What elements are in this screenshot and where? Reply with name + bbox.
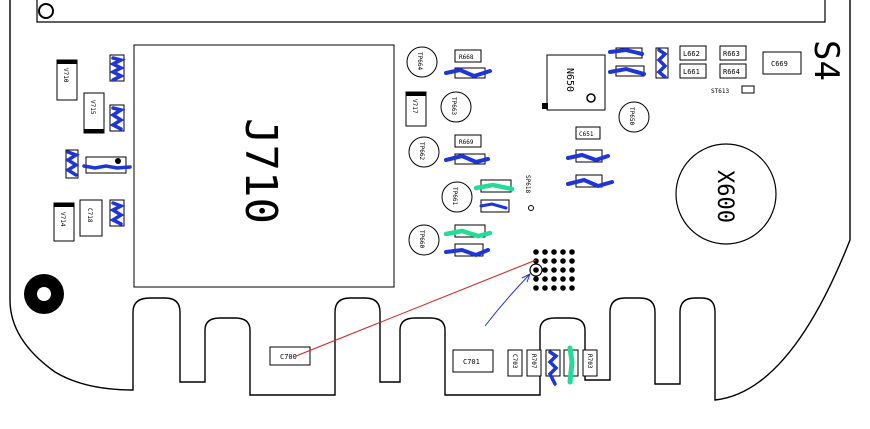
part-r668 <box>454 49 482 63</box>
part-r707-label: R707 <box>530 354 537 369</box>
part-r664-label: R664 <box>723 68 740 76</box>
part-c651 <box>575 126 601 140</box>
bga-ball <box>560 276 566 282</box>
bga-ball <box>533 249 539 255</box>
bga-ball <box>569 258 575 264</box>
part-c718 <box>79 199 103 237</box>
tp663-label: TP663 <box>450 97 457 115</box>
part-r669 <box>454 134 482 148</box>
bga-ball <box>551 285 557 291</box>
sp618-label: SP618 <box>524 175 531 193</box>
tp660-label: TP660 <box>418 230 425 248</box>
bga-ball <box>560 258 566 264</box>
bga-ball <box>569 267 575 273</box>
bga-ball <box>551 267 557 273</box>
bga-footprint <box>533 249 575 291</box>
mounting-hole-inner <box>37 287 51 301</box>
fiducial-top <box>38 3 54 19</box>
part-c701-label: C701 <box>463 358 480 366</box>
bga-ball <box>542 276 548 282</box>
tp663 <box>440 91 472 123</box>
part-l662-label: L662 <box>683 50 700 58</box>
bga-ball <box>569 285 575 291</box>
bga-ball <box>551 249 557 255</box>
part-c701 <box>452 349 494 373</box>
part-l661 <box>679 63 707 79</box>
tp662 <box>408 136 440 168</box>
part-l662 <box>679 45 707 61</box>
bga-ball <box>533 285 539 291</box>
bga-ball <box>533 276 539 282</box>
part-c703 <box>507 349 523 377</box>
part-v717-label: V717 <box>411 99 418 114</box>
part-c703-label: C703 <box>511 354 518 369</box>
part-r663-label: R663 <box>723 50 740 58</box>
top-connector-outline <box>36 0 826 23</box>
tp661-label: TP661 <box>451 187 458 205</box>
part-r668-label: R668 <box>459 54 474 61</box>
part-r703-label: R703 <box>586 354 593 369</box>
chip-j710-label: J710 <box>235 118 286 224</box>
part-r703 <box>582 349 598 377</box>
board-title: S4 <box>806 40 846 81</box>
ic-n650-label: N650 <box>564 68 575 92</box>
tp650-label: TP650 <box>628 107 635 125</box>
board-outline <box>9 0 851 401</box>
bga-ball <box>542 249 548 255</box>
bga-ball <box>560 249 566 255</box>
chip-j710 <box>133 44 395 288</box>
tp660 <box>408 224 440 256</box>
bga-ball <box>560 285 566 291</box>
bga-ball <box>542 258 548 264</box>
crystal-x600 <box>675 143 777 245</box>
part-v710-label: V710 <box>62 68 69 83</box>
part-v714-label: V714 <box>59 212 66 227</box>
bga-ball <box>569 249 575 255</box>
tp664 <box>406 46 438 78</box>
tp664-label: TP664 <box>416 52 423 70</box>
part-r663 <box>719 45 747 61</box>
ic-n650-dot <box>586 93 596 103</box>
bga-ball <box>542 267 548 273</box>
part-c718-label: C718 <box>86 208 93 223</box>
tp662-label: TP662 <box>418 142 425 160</box>
bga-ball <box>551 276 557 282</box>
bga-ball <box>533 267 539 273</box>
bga-pin1-marker <box>529 263 543 277</box>
ic-n650-pin <box>542 103 548 109</box>
part-c651-label: C651 <box>579 131 594 138</box>
part-r707 <box>526 349 542 377</box>
part-c669 <box>762 51 802 75</box>
part-l661-label: L661 <box>683 68 700 76</box>
part-r669-label: R669 <box>459 139 474 146</box>
st613-label: ST613 <box>711 88 729 95</box>
part-r664 <box>719 63 747 79</box>
tp661 <box>441 181 473 213</box>
ic-n650 <box>546 54 606 111</box>
part-c700 <box>269 346 311 366</box>
part-v715-label: V715 <box>89 100 96 115</box>
red-trace-line <box>295 259 537 357</box>
part-c669-label: C669 <box>771 60 788 68</box>
bga-ball <box>533 258 539 264</box>
crystal-x600-label: X600 <box>712 170 737 223</box>
part-c700-label: C700 <box>280 353 297 361</box>
blue-pointer-arrow <box>484 273 531 327</box>
bga-ball <box>560 267 566 273</box>
bga-ball <box>542 285 548 291</box>
bga-ball <box>569 276 575 282</box>
bga-ball <box>551 258 557 264</box>
tp650 <box>618 101 650 133</box>
